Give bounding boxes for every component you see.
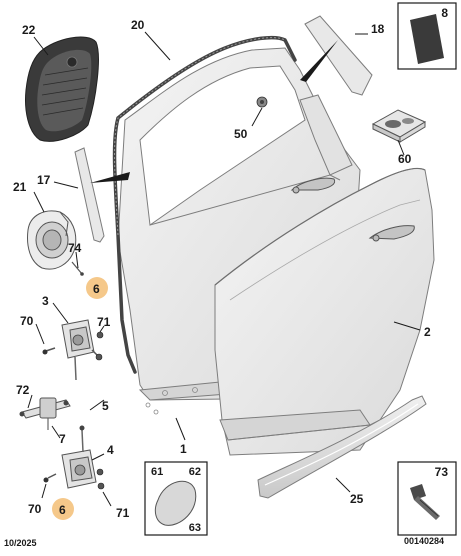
inset-part-73: 73 bbox=[397, 461, 457, 536]
callout-18: 18 bbox=[371, 22, 385, 36]
footer-date: 10/2025 bbox=[4, 538, 37, 548]
clip-50 bbox=[256, 96, 268, 108]
inset-parts-61-62-63: 61 62 63 bbox=[144, 461, 208, 536]
door-check bbox=[19, 397, 71, 430]
outer-handle-recess bbox=[368, 225, 415, 240]
callout-71-lower: 71 bbox=[116, 506, 130, 520]
callout-70-upper: 70 bbox=[20, 314, 34, 328]
kit-60 bbox=[371, 109, 427, 143]
highlight-6-lower bbox=[52, 498, 74, 520]
callout-62: 62 bbox=[189, 466, 201, 478]
highlight-6-upper bbox=[86, 277, 108, 299]
inset-part-8: 8 bbox=[397, 2, 457, 70]
callout-17: 17 bbox=[37, 173, 51, 187]
callout-21: 21 bbox=[13, 180, 27, 194]
callout-73: 73 bbox=[435, 465, 449, 479]
door-outer-skin bbox=[214, 167, 435, 456]
speaker-housing bbox=[27, 210, 77, 270]
footer-reference: 00140284 bbox=[404, 536, 444, 546]
callout-60: 60 bbox=[398, 152, 412, 166]
window-trim bbox=[74, 147, 105, 243]
upper-trim bbox=[304, 15, 373, 96]
callout-72: 72 bbox=[16, 383, 30, 397]
callout-7: 7 bbox=[59, 432, 66, 446]
callout-3: 3 bbox=[42, 294, 49, 308]
callout-20: 20 bbox=[131, 18, 145, 32]
callout-6-upper: 6 bbox=[93, 282, 100, 296]
upper-hinge bbox=[61, 319, 95, 381]
callout-74: 74 bbox=[68, 241, 82, 255]
bolt-73 bbox=[410, 484, 440, 520]
callout-70-lower: 70 bbox=[28, 502, 42, 516]
callout-25: 25 bbox=[350, 492, 364, 506]
nut-71-lower-1 bbox=[96, 468, 104, 476]
callout-8: 8 bbox=[441, 6, 448, 20]
callout-labels: 22 20 18 50 60 17 21 74 6 3 70 71 2 72 5… bbox=[13, 18, 431, 520]
callout-4: 4 bbox=[107, 443, 114, 457]
outer-molding bbox=[257, 395, 427, 499]
callout-1: 1 bbox=[180, 442, 187, 456]
callout-5: 5 bbox=[102, 399, 109, 413]
bolt-70-lower bbox=[43, 477, 49, 483]
callout-50: 50 bbox=[234, 127, 248, 141]
leader-lines bbox=[27, 31, 421, 507]
bolt-70-upper bbox=[42, 349, 48, 355]
inner-handle-recess bbox=[290, 177, 336, 191]
callout-63: 63 bbox=[189, 522, 201, 534]
lower-hinge bbox=[61, 425, 97, 489]
callout-61: 61 bbox=[151, 466, 163, 478]
nut-71-upper-1 bbox=[96, 331, 104, 339]
screw-74 bbox=[80, 272, 84, 276]
callout-6-lower: 6 bbox=[59, 503, 66, 517]
callout-22: 22 bbox=[22, 23, 36, 37]
speaker-grille bbox=[25, 36, 99, 142]
nut-71-upper-2 bbox=[95, 353, 103, 361]
callout-2: 2 bbox=[424, 325, 431, 339]
nut-71-lower-2 bbox=[97, 482, 105, 490]
callout-71-upper: 71 bbox=[97, 315, 111, 329]
